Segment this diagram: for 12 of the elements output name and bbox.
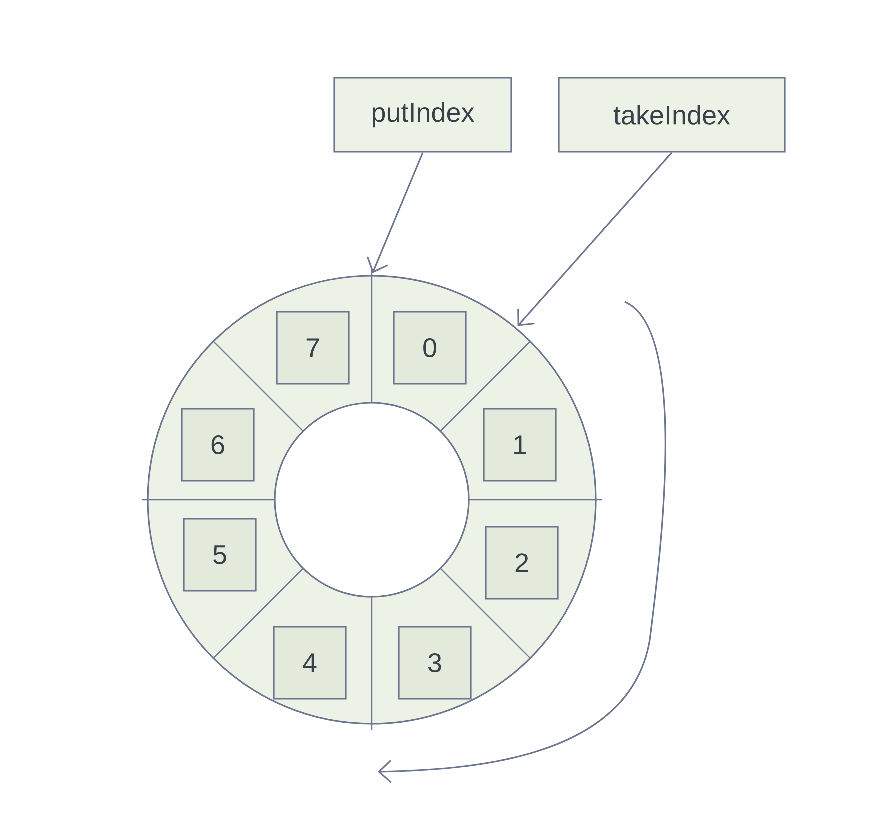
slot-box: 3 <box>398 626 472 700</box>
slot-box: 6 <box>181 408 255 482</box>
slot-box: 7 <box>276 311 350 385</box>
slot-box: 0 <box>393 311 467 385</box>
slot-box: 2 <box>485 526 559 600</box>
index-box: takeIndex <box>558 77 786 153</box>
slot-box: 4 <box>273 626 347 700</box>
slot-box: 1 <box>483 408 557 482</box>
arrow <box>518 152 673 326</box>
slot-box: 5 <box>183 518 257 592</box>
arrow <box>366 152 424 274</box>
index-box: putIndex <box>334 77 512 153</box>
